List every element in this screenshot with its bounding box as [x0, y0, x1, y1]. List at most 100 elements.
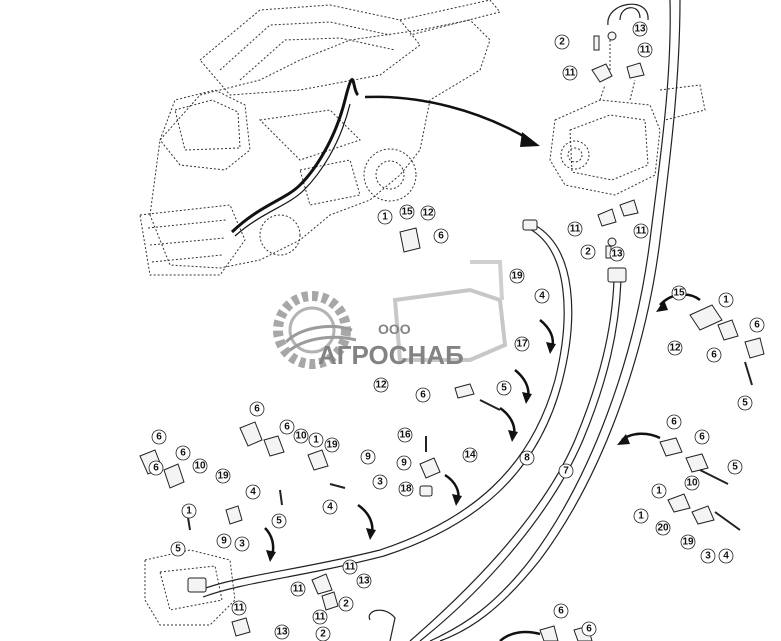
callout-marker [667, 340, 683, 356]
callout-number: 6 [153, 463, 159, 474]
callout-number: 6 [558, 606, 564, 617]
callout-9: 9 [396, 455, 412, 471]
callout-marker [749, 317, 765, 333]
callout-18: 18 [398, 481, 414, 497]
callout-number: 1 [656, 486, 662, 497]
callout-15: 15 [399, 204, 415, 220]
callout-number: 19 [217, 471, 229, 482]
callout-number: 7 [563, 466, 569, 477]
combine-harvester-drawing [139, 0, 501, 276]
callout-number: 16 [399, 430, 411, 441]
callout-number: 19 [326, 440, 338, 451]
callout-20: 20 [655, 520, 671, 536]
callout-1: 1 [181, 503, 197, 519]
callout-6: 6 [151, 429, 167, 445]
callout-number: 4 [539, 291, 545, 302]
watermark-prefix: ООО [378, 321, 411, 337]
callout-marker [567, 221, 583, 237]
callout-6: 6 [433, 228, 449, 244]
callout-3: 3 [234, 536, 250, 552]
callout-11: 11 [637, 42, 653, 58]
callout-marker [372, 474, 388, 490]
callout-number: 2 [343, 599, 349, 610]
callout-marker [562, 65, 578, 81]
callout-marker [718, 548, 734, 564]
callout-marker [322, 499, 338, 515]
callout-number: 12 [422, 208, 434, 219]
callout-5: 5 [737, 395, 753, 411]
callout-marker [151, 429, 167, 445]
callout-16: 16 [397, 427, 413, 443]
callout-number: 13 [611, 249, 623, 260]
callout-marker [245, 484, 261, 500]
callout-6: 6 [175, 445, 191, 461]
callout-marker [293, 428, 309, 444]
callout-number: 1 [313, 435, 319, 446]
callout-marker [398, 481, 414, 497]
callout-marker [290, 581, 306, 597]
callout-6: 6 [415, 387, 431, 403]
callout-11: 11 [231, 600, 247, 616]
callout-number: 11 [565, 68, 576, 79]
callout-6: 6 [694, 429, 710, 445]
callout-marker [215, 468, 231, 484]
clamp-parts-right [617, 293, 765, 531]
callout-1: 1 [377, 209, 393, 225]
callout-number: 14 [464, 450, 476, 461]
callout-11: 11 [342, 559, 358, 575]
callout-marker [558, 463, 574, 479]
callout-marker [737, 395, 753, 411]
callout-4: 4 [534, 288, 550, 304]
callout-number: 11 [293, 584, 304, 595]
callout-marker [373, 377, 389, 393]
callout-number: 10 [295, 431, 307, 442]
callout-marker [415, 387, 431, 403]
callout-marker [338, 596, 354, 612]
callout-marker [519, 450, 535, 466]
callout-number: 5 [175, 544, 181, 555]
callout-marker [342, 559, 358, 575]
callout-marker [514, 336, 530, 352]
callout-marker [249, 401, 265, 417]
callout-marker [680, 534, 696, 550]
callout-3: 3 [700, 548, 716, 564]
callout-number: 10 [194, 461, 206, 472]
callout-number: 6 [699, 432, 705, 443]
callout-marker [315, 626, 331, 641]
callout-number: 9 [401, 458, 407, 469]
callout-10: 10 [192, 458, 208, 474]
callout-marker [553, 603, 569, 619]
callout-13: 13 [632, 21, 648, 37]
callout-15: 15 [671, 285, 687, 301]
callout-marker [633, 223, 649, 239]
callout-marker [637, 42, 653, 58]
callout-1: 1 [718, 292, 734, 308]
callout-3: 3 [372, 474, 388, 490]
callout-marker [216, 533, 232, 549]
callout-6: 6 [581, 621, 597, 637]
callout-number: 6 [180, 448, 186, 459]
callout-number: 1 [382, 212, 388, 223]
callout-12: 12 [420, 205, 436, 221]
callout-marker [684, 475, 700, 491]
callout-number: 2 [559, 37, 565, 48]
callout-marker [433, 228, 449, 244]
callout-marker [397, 427, 413, 443]
callout-marker [420, 205, 436, 221]
callout-number: 9 [365, 452, 371, 463]
callout-marker [234, 536, 250, 552]
callout-14: 14 [462, 447, 478, 463]
callout-6: 6 [279, 419, 295, 435]
callout-4: 4 [245, 484, 261, 500]
callout-number: 8 [524, 453, 530, 464]
callout-number: 19 [682, 537, 694, 548]
callout-11: 11 [290, 581, 306, 597]
callout-marker [274, 624, 290, 640]
callout-number: 2 [320, 629, 326, 640]
callout-number: 13 [276, 627, 288, 638]
callout-11: 11 [633, 223, 649, 239]
callout-marker [308, 432, 324, 448]
callout-marker [312, 609, 328, 625]
callout-marker [396, 455, 412, 471]
